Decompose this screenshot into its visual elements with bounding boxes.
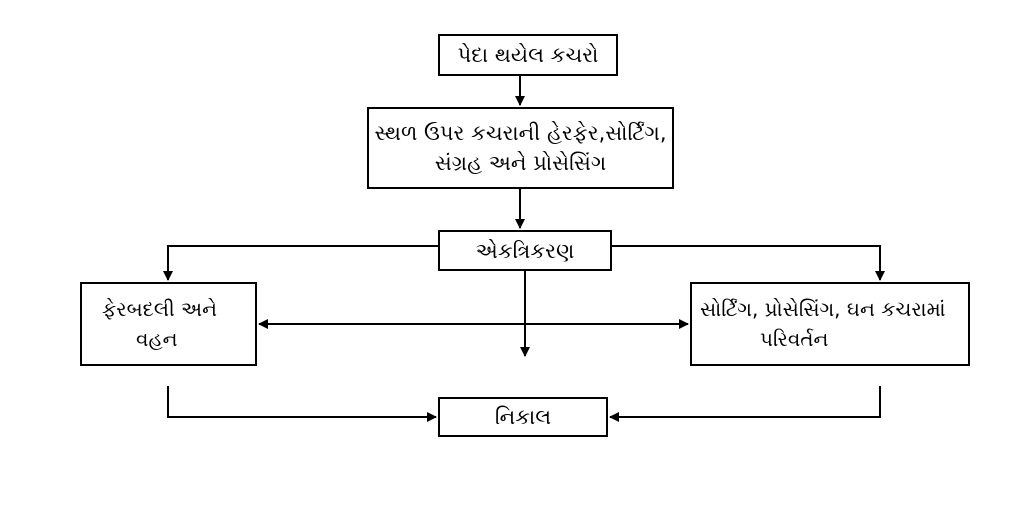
arrow-collection-to-processing <box>612 245 885 281</box>
node-disposal-label: નિકાલ <box>494 405 552 429</box>
node-collection: એકત્રિકરણ <box>438 230 612 271</box>
node-processing-transformation-line-2: પરિવર્તન <box>760 327 829 351</box>
node-transfer-transport: ફેરબદલી અને વહન <box>80 282 257 366</box>
node-onsite-handling-line-2: સંગ્રહ અને પ્રોસેસિંગ <box>434 151 607 175</box>
node-generated-waste: પેદા થયેલ કચરો <box>438 34 618 76</box>
arrow-processing-to-disposal <box>609 386 881 422</box>
node-transfer-transport-line-1: ફેરબદલી અને <box>102 297 218 321</box>
node-collection-label: એકત્રિકરણ <box>475 238 575 263</box>
node-processing-transformation-line-1: સોર્ટિંગ, પ્રોસેસિંગ, ઘન કચરામાં <box>700 297 946 321</box>
arrow-transfer-to-disposal <box>167 386 437 422</box>
node-onsite-handling: સ્થળ ઉપર કચરાની હેરફેર,સોર્ટિંગ, સંગ્રહ … <box>367 107 674 189</box>
node-transfer-transport-line-2: વહન <box>136 327 178 351</box>
node-disposal: નિકાલ <box>438 397 608 437</box>
node-onsite-handling-line-1: સ્થળ ઉપર કચરાની હેરફેર,સોર્ટિંગ, <box>374 121 667 145</box>
arrow-collection-to-transfer <box>163 245 438 281</box>
node-generated-waste-label: પેદા થયેલ કચરો <box>457 43 599 67</box>
node-processing-transformation: સોર્ટિંગ, પ્રોસેસિંગ, ઘન કચરામાં પરિવર્ત… <box>690 282 970 366</box>
